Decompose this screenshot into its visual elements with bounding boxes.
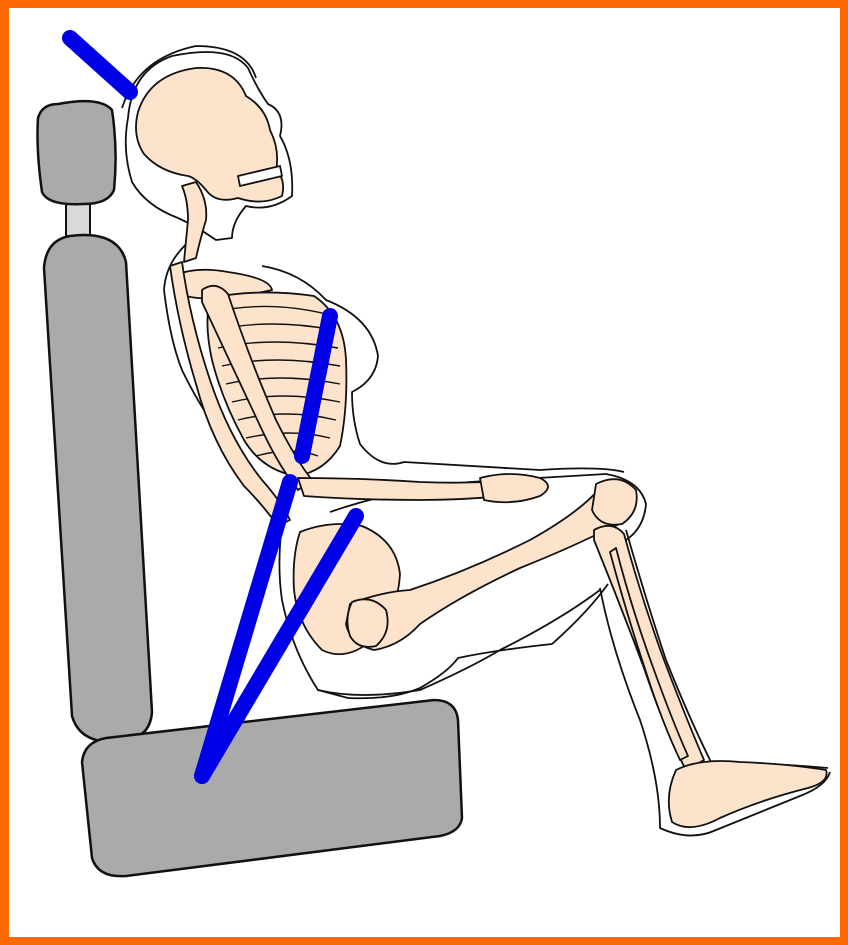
headrest [38, 101, 116, 204]
knee [592, 479, 637, 525]
fibula [610, 548, 688, 760]
hip-joint [347, 599, 387, 647]
seat-back [44, 235, 152, 742]
belt-upper-anchor [70, 38, 130, 92]
hand [480, 474, 548, 502]
tibia [594, 526, 704, 770]
